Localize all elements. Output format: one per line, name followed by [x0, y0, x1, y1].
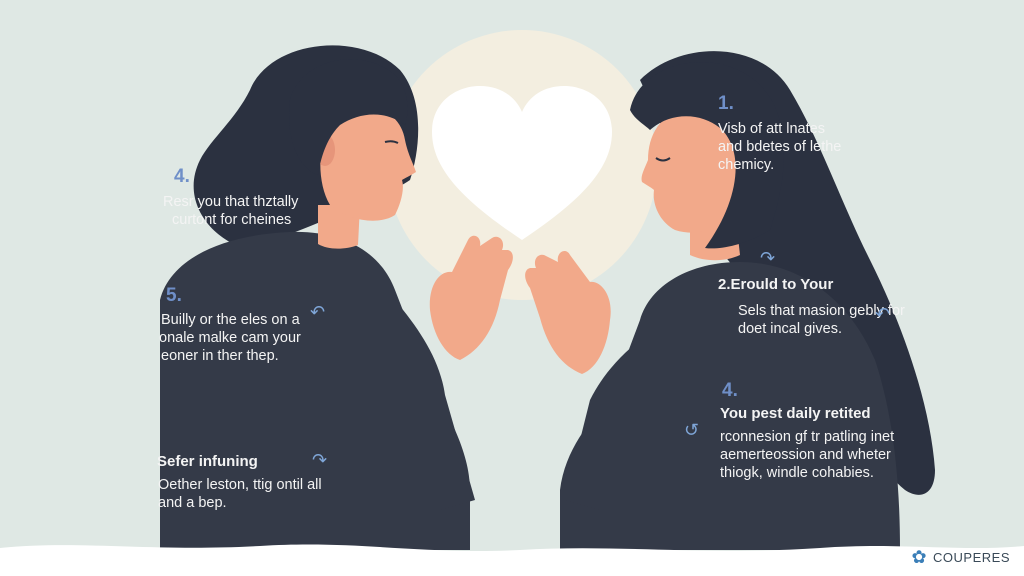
right-note-3-line-2: aemerteossion and wheter [720, 447, 891, 463]
left-note-2-number: 5. [166, 285, 182, 306]
left-note-2-line-2: onale malke cam your [159, 330, 301, 346]
right-note-2-heading: 2.Erould to Your [718, 276, 834, 293]
right-note-3-line-3: thiogk, windle cohabies. [720, 465, 874, 481]
flower-logo-icon: ✿ [911, 547, 928, 567]
right-note-1-line-1: Visb of att lnates [718, 121, 825, 137]
ground-snow [0, 544, 1024, 576]
brand-mark: ✿ COUPERES [911, 547, 1010, 568]
right-note-2-line-1: Sels that masion gebly for [738, 303, 905, 319]
left-note-1-line-1: Resr you that thztally [163, 194, 299, 210]
heart-icon [432, 86, 612, 240]
right-woman [525, 51, 935, 550]
right-note-1-number: 1. [718, 93, 734, 114]
right-note-1-line-2: and bdetes of lethe [718, 139, 842, 155]
left-woman [160, 45, 513, 550]
curved-arrow-icon: ↶ [875, 304, 891, 324]
curved-arrow-icon: ↶ [310, 302, 326, 322]
right-note-3-number: 4. [722, 380, 738, 401]
right-note-3-heading: You pest daily retited [720, 405, 871, 422]
curved-arrow-icon: ↺ [684, 420, 700, 440]
curved-arrow-icon: ↷ [760, 248, 776, 268]
brand-name: COUPERES [933, 550, 1010, 565]
curved-arrow-icon: ↷ [312, 450, 328, 470]
left-note-1-number: 4. [174, 166, 190, 187]
right-note-1-line-3: chemicy. [718, 157, 775, 173]
left-note-3-line-1: Oether leston, ttig ontil all [158, 477, 322, 493]
right-note-3-line-1: rconnesion gf tr patling inet [720, 429, 895, 445]
left-note-1-line-2: curtont for cheines [172, 212, 292, 228]
left-note-2-line-3: eoner in ther thep. [161, 348, 279, 364]
left-note-3-line-2: and a bep. [158, 495, 227, 511]
left-note-3-heading: Sefer infuning [157, 453, 258, 470]
right-note-2-line-2: doet incal gives. [738, 321, 842, 337]
left-note-2-line-1: Builly or the eles on a [161, 312, 300, 328]
